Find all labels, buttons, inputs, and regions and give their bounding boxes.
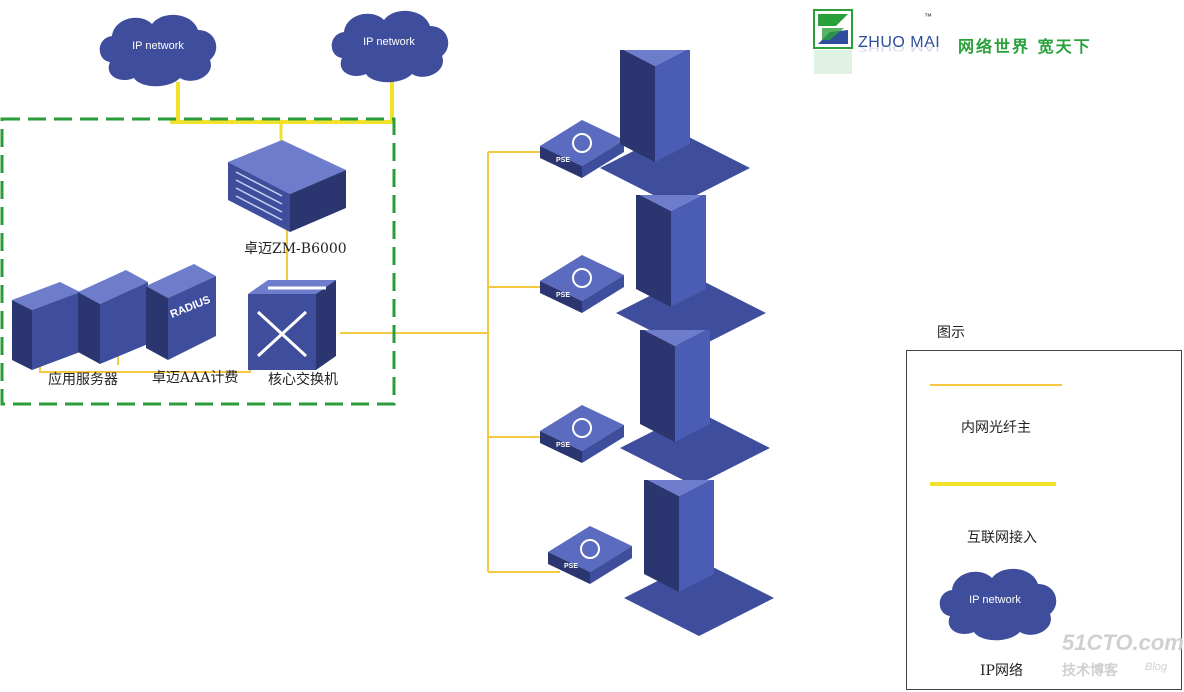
internet-links [170, 82, 395, 148]
watermark-site: 51CTO.com [1062, 630, 1184, 655]
gateway-device [228, 140, 346, 232]
access-unit-2: PSE [540, 195, 766, 351]
building-3 [620, 330, 770, 486]
brand-slogan: 网络世界 宽天下 [958, 37, 1092, 56]
core-switch-label: 核心交换机 [268, 372, 338, 388]
brand-name: ZHUO MAI [858, 34, 941, 51]
brand-name-reflection: ZHUO MAI [858, 42, 941, 52]
building-4 [624, 480, 774, 636]
legend-ipnet-label: IP网络 [980, 663, 1023, 679]
legend-graphics: IP network [930, 384, 1062, 641]
legend-internet-label: 互联网接入 [967, 530, 1037, 546]
aaa-server: RADIUS [146, 264, 216, 360]
access-unit-3: PSE [540, 330, 770, 486]
watermark-subtitle: 技术博客 [1062, 663, 1118, 679]
pse-label-4: PSE [564, 563, 578, 570]
access-unit-4: PSE [548, 480, 774, 636]
app-server-1 [12, 282, 80, 370]
cloud-1-label: IP network [132, 40, 184, 52]
legend-box [906, 350, 1182, 690]
cloud-2: IP network [331, 10, 449, 83]
app-server-label: 应用服务器 [48, 372, 118, 388]
watermark-blog: Blog [1145, 661, 1168, 673]
gateway-label: 卓迈ZM-B6000 [244, 241, 347, 257]
building-1 [600, 50, 750, 206]
aaa-label: 卓迈AAA计费 [152, 370, 239, 386]
access-unit-1: PSE [540, 50, 750, 206]
cloud-1: IP network [99, 14, 217, 87]
app-server-2 [78, 270, 148, 364]
brand-trademark: ™ [924, 12, 932, 21]
pse-label-2: PSE [556, 292, 570, 299]
building-2 [616, 195, 766, 351]
cloud-2-label: IP network [363, 36, 415, 48]
datacenter-boundary [0, 117, 396, 406]
legend-fiber-label: 内网光纤主 [961, 420, 1031, 436]
legend-cloud [939, 568, 1057, 641]
brand-logo-icon [813, 9, 853, 74]
core-switch [248, 280, 336, 370]
legend-title: 图示 [937, 325, 965, 341]
pse-label-1: PSE [556, 157, 570, 164]
legend-cloud-text: IP network [969, 594, 1021, 606]
pse-label-3: PSE [556, 442, 570, 449]
